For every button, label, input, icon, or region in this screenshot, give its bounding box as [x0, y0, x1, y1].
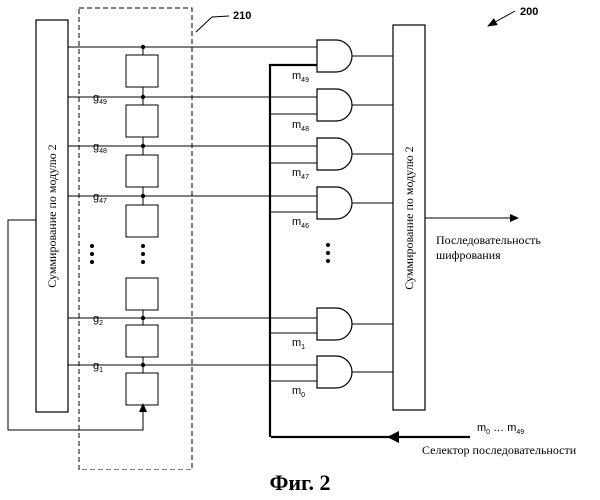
- and-gate: [317, 187, 352, 219]
- mask-label-m1: m1: [292, 337, 305, 351]
- mask-label-m49: m49: [292, 70, 309, 84]
- and-gates: [317, 40, 352, 388]
- register-cell: [126, 155, 158, 187]
- register-cell: [126, 278, 158, 310]
- tap-lines: [68, 47, 317, 365]
- register-cell: [126, 325, 158, 357]
- register-cell: [126, 205, 158, 237]
- and-gate: [317, 89, 352, 121]
- circuit-diagram: 200 210 Суммирование по модулю 2 Суммиро…: [0, 0, 600, 470]
- tap-label-g47: g47: [93, 191, 107, 205]
- selector-label: Селектор последовательности: [422, 443, 577, 457]
- and-gate: [317, 308, 352, 340]
- feedback-loop: [8, 220, 143, 430]
- figure-ref-arrow: [488, 11, 515, 26]
- register-cell: [126, 55, 158, 87]
- output-label-line1: Последовательность: [436, 233, 541, 247]
- tap-label-g1: g1: [93, 360, 103, 374]
- left-mod2-adder-label: Суммирование по модулю 2: [45, 144, 59, 287]
- register-cell: [126, 373, 158, 405]
- mask-label-m48: m48: [292, 119, 309, 133]
- mask-label-m47: m47: [292, 167, 309, 181]
- gate-output-wires: [352, 56, 393, 372]
- register-cells: [126, 55, 158, 405]
- and-gate: [317, 138, 352, 170]
- tap-label-g48: g48: [93, 141, 107, 155]
- selector-bus-range: m0 … m49: [477, 422, 524, 436]
- output-label-line2: шифрования: [436, 248, 501, 262]
- mask-label-m46: m46: [292, 216, 309, 230]
- continuation-dots: [90, 243, 330, 264]
- tap-label-g2: g2: [93, 313, 103, 327]
- figure-ref-number: 200: [520, 6, 538, 18]
- right-mod2-adder-label: Суммирование по модулю 2: [402, 146, 416, 289]
- selector-arrowhead: [387, 431, 399, 443]
- mask-label-m0: m0: [292, 385, 305, 399]
- figure-caption: Фиг. 2: [0, 470, 600, 496]
- block-ref-leader: [196, 16, 229, 32]
- and-gate: [317, 356, 352, 388]
- register-cell: [126, 105, 158, 137]
- tap-label-g49: g49: [93, 92, 107, 106]
- and-gate: [317, 40, 352, 72]
- block-ref-number: 210: [233, 10, 251, 22]
- output-arrowhead: [510, 214, 519, 222]
